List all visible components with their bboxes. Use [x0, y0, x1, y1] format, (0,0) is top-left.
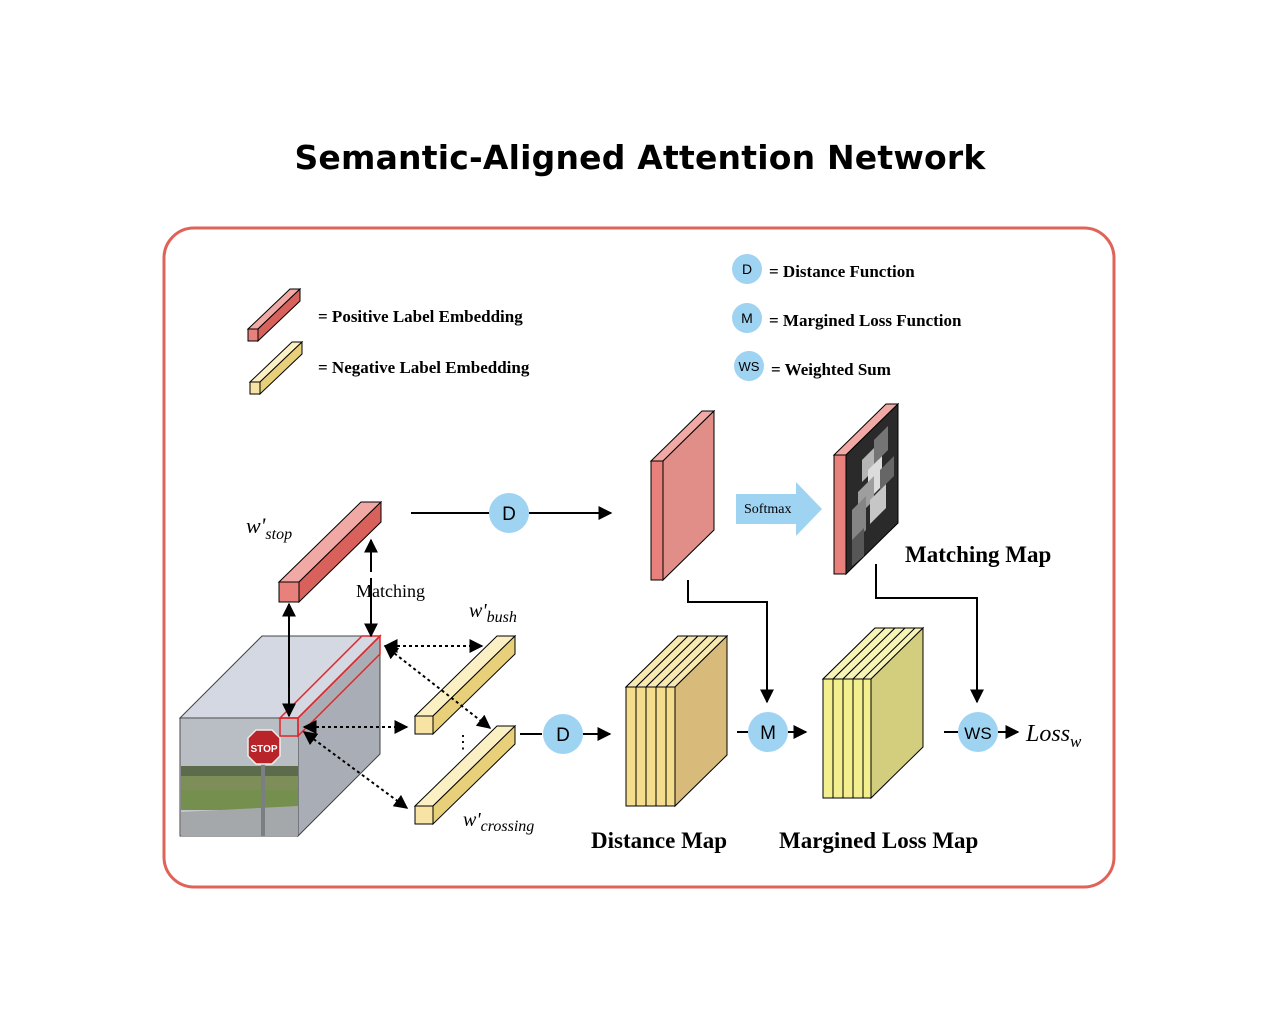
w-crossing-label: w'crossing	[463, 809, 534, 835]
positive-map-to-m-arrow	[687, 580, 774, 704]
legend-margined-symbol: M	[741, 310, 753, 326]
w-bush-sub: bush	[487, 609, 517, 626]
softmax-label: Softmax	[744, 502, 791, 517]
negative-embedding-bush	[413, 634, 517, 736]
w-bush-label: w'bush	[469, 600, 517, 626]
vertical-ellipsis: ⋮	[454, 732, 472, 752]
w-crossing-sub: crossing	[481, 818, 535, 835]
outer-frame	[162, 226, 1116, 889]
distance-map	[624, 634, 729, 808]
distance-node-top-symbol: D	[502, 504, 516, 525]
weighted-sum-node-symbol: WS	[964, 724, 991, 743]
distance-map-label: Distance Map	[591, 828, 727, 853]
legend-margined-label: = Margined Loss Function	[769, 311, 962, 330]
matching-map-label: Matching Map	[905, 542, 1051, 567]
negative-embedding-crossing	[413, 724, 517, 826]
matching-map-to-ws-arrow	[875, 564, 984, 704]
w-stop-label: w'stop	[246, 513, 292, 543]
w-stop-sub: stop	[265, 526, 292, 543]
legend-weighted-node-icon	[734, 351, 764, 381]
margined-loss-map	[821, 626, 925, 800]
margined-node-symbol: M	[760, 723, 776, 744]
loss-sub: w	[1070, 732, 1082, 751]
distance-node-top	[489, 493, 529, 533]
stop-sign-text: STOP	[250, 744, 277, 755]
attention-heatmap	[852, 426, 894, 566]
w-crossing-main: w'	[463, 809, 481, 831]
legend-distance-label: = Distance Function	[769, 262, 915, 281]
legend-distance-symbol: D	[742, 261, 752, 277]
legend-negative-label: = Negative Label Embedding	[318, 358, 530, 377]
negative-matching-arrows	[302, 639, 492, 809]
softmax-arrow	[736, 482, 822, 536]
w-stop-main: w'	[246, 513, 266, 538]
matching-map	[832, 402, 900, 576]
legend-weighted-symbol: WS	[739, 359, 760, 374]
street-image: STOP	[181, 719, 298, 836]
w-bush-main: w'	[469, 600, 487, 622]
margined-loss-map-label: Margined Loss Map	[779, 828, 978, 853]
legend-positive-bar-icon	[246, 287, 302, 343]
legend-distance-node-icon	[732, 254, 762, 284]
stop-sign-icon	[247, 729, 281, 765]
legend-margined-node-icon	[732, 303, 762, 333]
distance-node-bottom	[543, 714, 583, 754]
highlighted-pixel-column	[278, 634, 382, 738]
margined-node	[748, 712, 788, 752]
positive-embedding-stop	[277, 500, 383, 604]
weighted-sum-node	[958, 712, 998, 752]
loss-label: Lossw	[1025, 721, 1082, 751]
positive-distance-map	[649, 409, 716, 582]
loss-main: Loss	[1025, 721, 1070, 747]
distance-node-bottom-symbol: D	[556, 725, 570, 746]
matching-label: Matching	[356, 581, 425, 601]
legend-negative-bar-icon	[248, 340, 304, 396]
legend-positive-label: = Positive Label Embedding	[318, 307, 523, 326]
legend-weighted-label: = Weighted Sum	[771, 360, 891, 379]
diagram-title: Semantic-Aligned Attention Network	[294, 138, 986, 177]
